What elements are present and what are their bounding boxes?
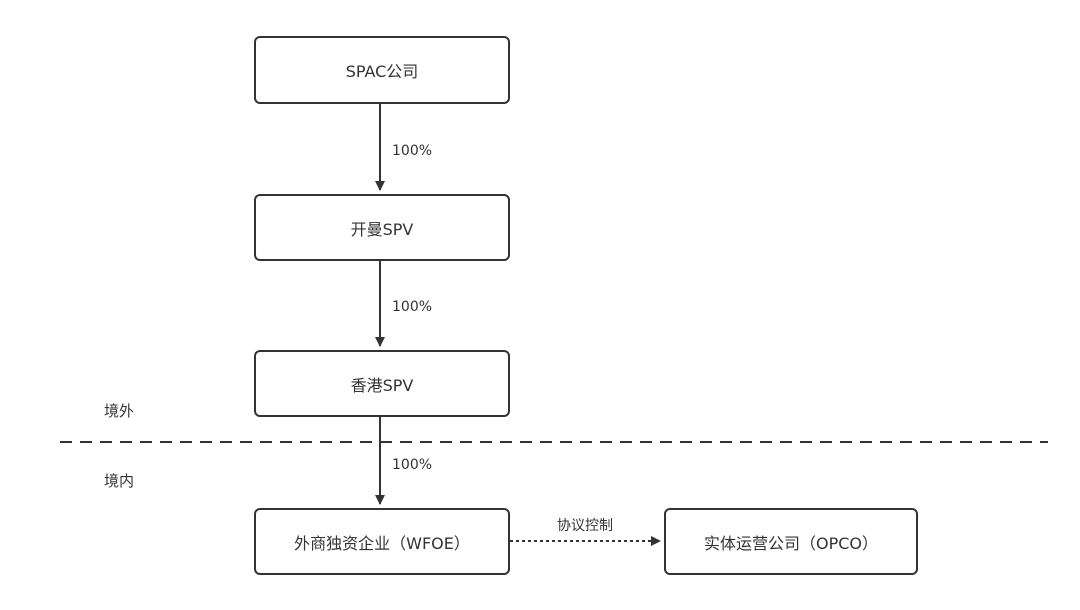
edge-label-hk-to-wfoe: 100%	[392, 457, 433, 473]
node-wfoe-label: 外商独资企业（WFOE）	[294, 533, 470, 553]
node-hk-spv-label: 香港SPV	[350, 375, 414, 395]
node-spac-company-label: SPAC公司	[345, 62, 419, 81]
edge-label-wfoe-to-opco: 协议控制	[557, 518, 613, 534]
edge-label-spac-to-cayman: 100%	[392, 143, 433, 159]
node-opco-label: 实体运营公司（OPCO）	[703, 533, 878, 553]
node-wfoe: 外商独资企业（WFOE）	[254, 508, 510, 575]
region-label-offshore: 境外	[104, 402, 135, 420]
node-hk-spv: 香港SPV	[254, 350, 510, 417]
node-cayman-spv-label: 开曼SPV	[350, 219, 414, 239]
edge-label-cayman-to-hk: 100%	[392, 299, 433, 315]
node-spac-company: SPAC公司	[254, 36, 510, 104]
node-opco: 实体运营公司（OPCO）	[664, 508, 918, 575]
node-cayman-spv: 开曼SPV	[254, 194, 510, 261]
region-label-onshore: 境内	[104, 472, 135, 490]
